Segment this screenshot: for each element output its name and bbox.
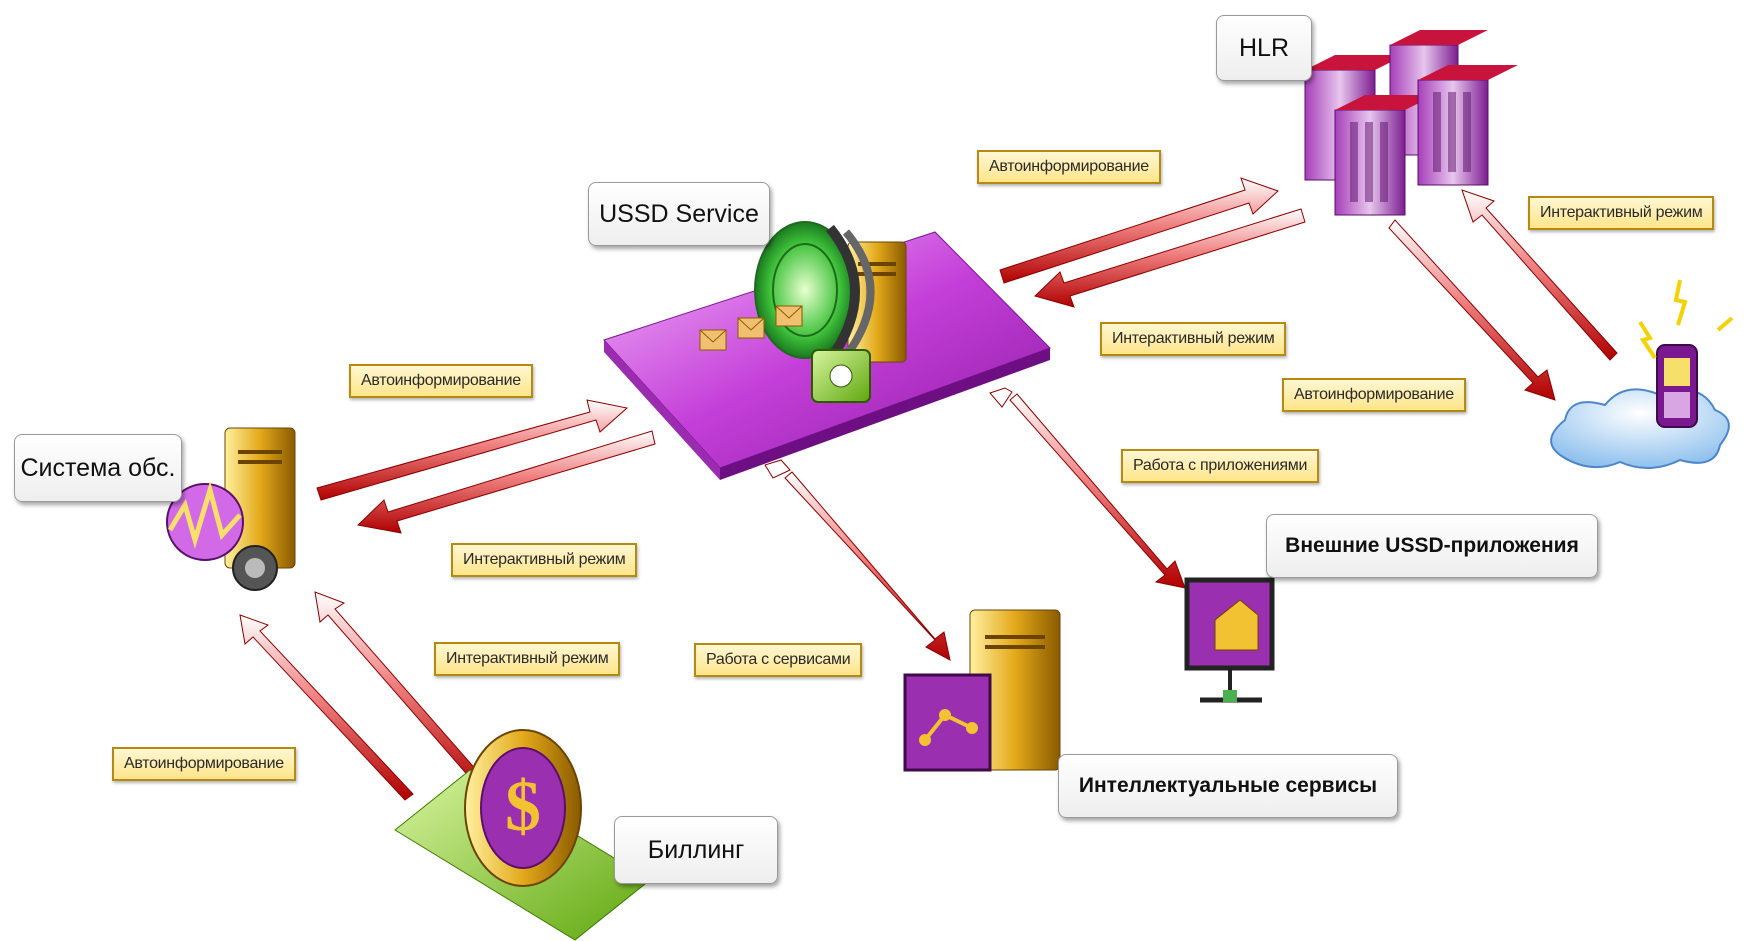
hlr-server-racks-icon: [1304, 30, 1518, 216]
link-label-auto-left: Автоинформирование: [349, 364, 533, 398]
intelligent-services-label: Интеллектуальные сервисы: [1058, 754, 1398, 818]
arrow-apps-ussd: [989, 387, 1013, 408]
intelligent-services-icon: [903, 609, 1061, 772]
link-label-inter-hlr: Интерактивный режим: [1100, 322, 1287, 356]
mobile-phone-cloud-icon: [1550, 279, 1734, 470]
subscriber-system-label: Система обс.: [14, 434, 182, 502]
link-label-auto-billing: Автоинформирование: [112, 747, 296, 781]
arrow-hlr-to-phone: [1388, 219, 1556, 401]
arrow-phone-to-hlr: [1461, 189, 1618, 361]
hlr-label: HLR: [1216, 15, 1312, 81]
link-label-auto-phone: Автоинформирование: [1282, 378, 1466, 412]
link-label-services: Работа с сервисами: [694, 643, 863, 677]
connection-arrows: [239, 177, 1618, 801]
link-label-auto-hlr: Автоинформирование: [977, 150, 1161, 184]
arrow-ussd-services: [784, 471, 951, 661]
arrow-ussd-to-system-inter: [356, 430, 656, 534]
envelope-icon: [699, 305, 803, 351]
billing-label: Биллинг: [614, 816, 778, 884]
arrow-ussd-to-hlr-auto: [999, 177, 1279, 284]
link-label-inter-left: Интерактивный режим: [451, 543, 638, 577]
arrow-services-ussd: [764, 459, 791, 479]
ussd-service-label: USSD Service: [588, 182, 770, 246]
external-apps-icon: [1184, 577, 1275, 703]
arrow-ussd-apps: [1009, 393, 1186, 589]
external-apps-label: Внешние USSD-приложения: [1266, 514, 1598, 578]
arrow-billing-to-system-2: [239, 614, 414, 801]
link-label-apps: Работа с приложениями: [1121, 449, 1320, 483]
subscriber-system-icon: [166, 427, 296, 591]
link-label-inter-billing: Интерактивный режим: [434, 642, 621, 676]
svg-text:$: $: [505, 766, 541, 846]
link-label-inter-phone: Интерактивный режим: [1528, 196, 1715, 230]
billing-icon: $: [394, 729, 651, 941]
arrow-hlr-to-ussd-inter: [1034, 208, 1306, 308]
ussd-service-icon: [603, 221, 1051, 480]
arrow-billing-to-system: [314, 591, 494, 796]
arrow-system-to-ussd-auto: [316, 399, 629, 501]
